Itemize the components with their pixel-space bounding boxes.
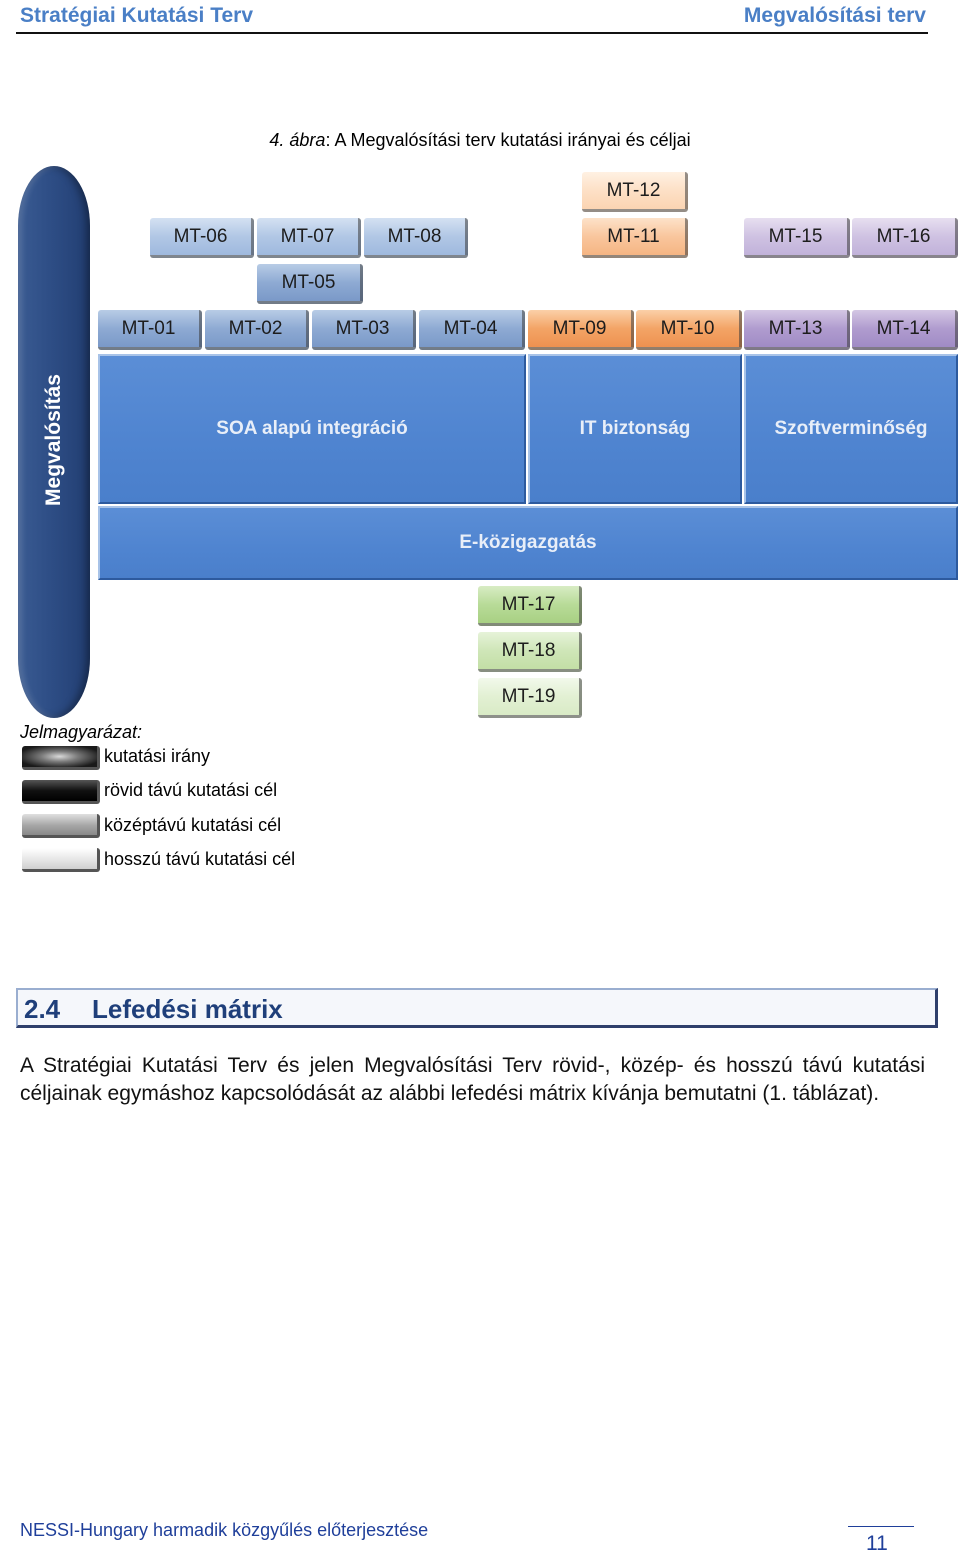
section-heading: 2.4 Lefedési mátrix	[16, 988, 938, 1028]
legend-short: rövid távú kutatási cél	[104, 780, 278, 800]
goal-mt-09: MT-09	[528, 310, 634, 350]
figure-caption: 4. ábra: A Megvalósítási terv kutatási i…	[0, 130, 960, 151]
goal-mt-06: MT-06	[150, 218, 254, 258]
goal-mt-12: MT-12	[582, 172, 688, 212]
legend-long: hosszú távú kutatási cél	[104, 849, 296, 869]
goal-mt-07: MT-07	[257, 218, 361, 258]
megvalositas-pillar	[18, 166, 90, 718]
footer-divider	[848, 1526, 914, 1527]
caption-text: : A Megvalósítási terv kutatási irányai …	[325, 130, 691, 150]
goal-mt-19: MT-19	[478, 678, 582, 718]
area-szoft-label: Szoftverminőség	[774, 418, 928, 439]
area-software-quality: Szoftverminőség	[744, 354, 958, 504]
legend-direction: kutatási irány	[104, 746, 211, 766]
body-paragraph: A Stratégiai Kutatási Terv és jelen Megv…	[20, 1054, 925, 1105]
goal-mt-08: MT-08	[364, 218, 468, 258]
legend-swatch-long	[22, 848, 100, 872]
goal-mt-17: MT-17	[478, 586, 582, 626]
goal-mt-16: MT-16	[852, 218, 958, 258]
header-left-title: Stratégiai Kutatási Terv	[20, 4, 254, 27]
goal-mt-11: MT-11	[582, 218, 688, 258]
goal-mt-14: MT-14	[852, 310, 958, 350]
legend-swatch-short	[22, 780, 100, 804]
goal-mt-18: MT-18	[478, 632, 582, 672]
goal-mt-04: MT-04	[419, 310, 525, 350]
area-e-government: E-közigazgatás	[98, 506, 958, 580]
legend-swatch-mid	[22, 814, 100, 838]
area-soa-label: SOA alapú integráció	[216, 418, 408, 439]
legend-mid: középtávú kutatási cél	[104, 815, 282, 835]
area-soa: SOA alapú integráció	[98, 354, 526, 504]
goal-mt-05: MT-05	[257, 264, 363, 304]
area-ekoz-label: E-közigazgatás	[459, 532, 597, 553]
area-it-label: IT biztonság	[579, 418, 691, 439]
page-number: 11	[866, 1532, 888, 1555]
goal-mt-10: MT-10	[636, 310, 742, 350]
caption-number: 4. ábra	[269, 130, 326, 150]
legend-title: Jelmagyarázat:	[20, 722, 143, 742]
area-it-security: IT biztonság	[528, 354, 742, 504]
goal-mt-15: MT-15	[744, 218, 850, 258]
footer-text: NESSI-Hungary harmadik közgyűlés előterj…	[20, 1520, 429, 1540]
header-right-title: Megvalósítási terv	[743, 4, 926, 27]
goal-mt-13: MT-13	[744, 310, 850, 350]
goal-mt-01: MT-01	[98, 310, 202, 350]
legend-swatch-direction	[22, 746, 100, 770]
goal-mt-03: MT-03	[312, 310, 416, 350]
header-divider	[16, 32, 928, 34]
section-title: Lefedési mátrix	[92, 994, 283, 1024]
goal-mt-02: MT-02	[205, 310, 309, 350]
pillar-label: Megvalósítás	[42, 374, 65, 506]
section-number: 2.4	[24, 994, 61, 1024]
